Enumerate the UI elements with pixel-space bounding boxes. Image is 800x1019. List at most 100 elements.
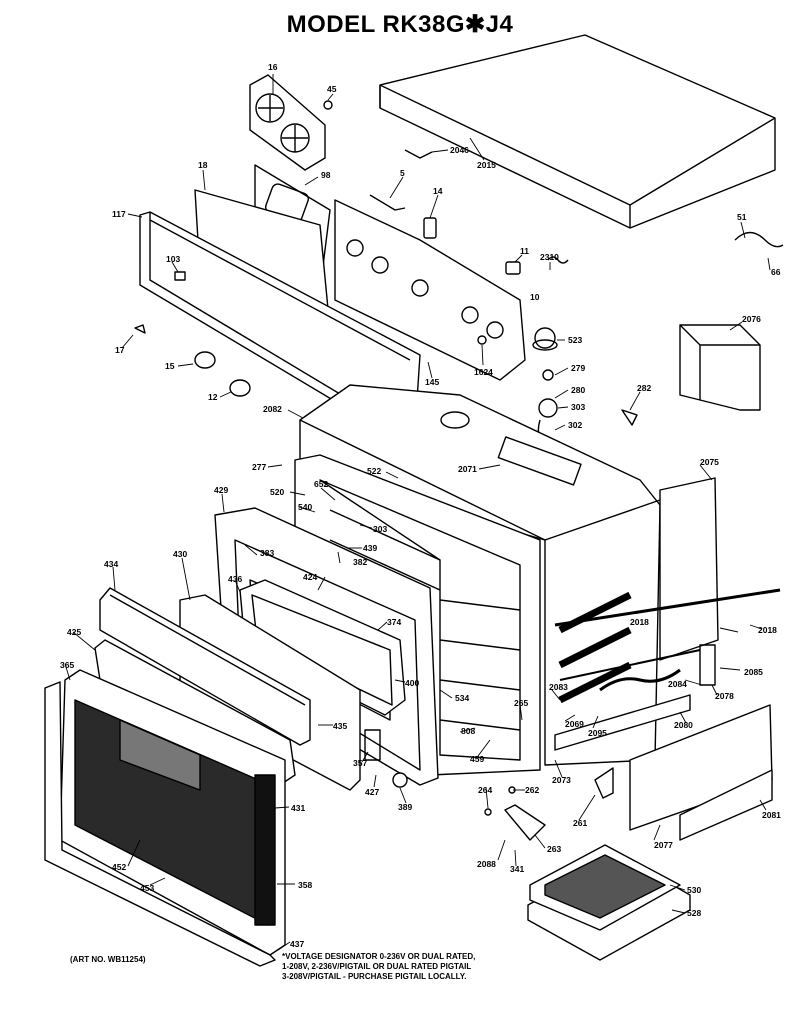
leader-lines bbox=[64, 74, 771, 951]
part-label: 11 bbox=[520, 246, 529, 256]
part-label: 435 bbox=[333, 721, 347, 731]
part-label: 2075 bbox=[700, 457, 719, 467]
part-label: 2083 bbox=[549, 682, 568, 692]
part-label: 15 bbox=[165, 361, 175, 371]
part-label: 262 bbox=[525, 785, 539, 795]
part-label: 452 bbox=[112, 862, 126, 872]
side-panel bbox=[659, 477, 719, 661]
control-panel-frame bbox=[139, 211, 421, 441]
window-frame bbox=[99, 587, 311, 746]
part-label: 523 bbox=[568, 335, 582, 345]
part-label: 652 bbox=[314, 479, 328, 489]
part-label: 2081 bbox=[762, 810, 781, 820]
part-label: 2095 bbox=[588, 728, 607, 738]
part-label: 2310 bbox=[540, 252, 559, 262]
part-label: 2018 bbox=[630, 617, 649, 627]
part-label: 540 bbox=[298, 502, 312, 512]
part-label: 98 bbox=[321, 170, 331, 180]
oven-body bbox=[299, 384, 661, 766]
part-label: 18 bbox=[198, 160, 208, 170]
part-label: 400 bbox=[405, 678, 419, 688]
part-label: 534 bbox=[455, 693, 469, 703]
part-label: 459 bbox=[470, 754, 484, 764]
part-label: 265 bbox=[514, 698, 528, 708]
voltage-note: *VOLTAGE DESIGNATOR 0-236V OR DUAL RATED… bbox=[282, 952, 532, 982]
part-label: 2080 bbox=[674, 720, 693, 730]
part-label: 389 bbox=[398, 802, 412, 812]
art-number: (ART NO. WB11254) bbox=[70, 955, 146, 964]
controls-bracket bbox=[334, 199, 526, 381]
part-label: 282 bbox=[637, 383, 651, 393]
part-label: 522 bbox=[367, 466, 381, 476]
part-label: 429 bbox=[214, 485, 228, 495]
part-label: 12 bbox=[208, 392, 218, 402]
part-label: 16 bbox=[268, 62, 278, 72]
part-label: 2015 bbox=[477, 160, 496, 170]
part-label: 358 bbox=[298, 880, 312, 890]
part-label: 436 bbox=[228, 574, 242, 584]
part-label: 145 bbox=[425, 377, 439, 387]
voltage-note-line: *VOLTAGE DESIGNATOR 0-236V OR DUAL RATED… bbox=[282, 952, 476, 961]
part-label: 374 bbox=[387, 617, 401, 627]
part-label: 303 bbox=[571, 402, 585, 412]
voltage-note-line: 1-208V, 2-236V/PIGTAIL OR DUAL RATED PIG… bbox=[282, 962, 472, 971]
part-label: 341 bbox=[510, 864, 524, 874]
part-labels: 16 45 2046 2015 18 98 5 14 117 103 11 23… bbox=[60, 62, 781, 949]
part-label: 66 bbox=[771, 267, 781, 277]
part-label: 14 bbox=[433, 186, 443, 196]
part-label: 437 bbox=[290, 939, 304, 949]
part-label: 261 bbox=[573, 818, 587, 828]
part-label: 2082 bbox=[263, 404, 282, 414]
part-label: 2084 bbox=[668, 679, 687, 689]
part-label: 117 bbox=[112, 209, 126, 219]
part-label: 5 bbox=[400, 168, 405, 178]
part-label: 1624 bbox=[474, 367, 493, 377]
part-label: 431 bbox=[291, 803, 305, 813]
part-label: 425 bbox=[67, 627, 81, 637]
part-label: 434 bbox=[104, 559, 118, 569]
part-label: 2071 bbox=[458, 464, 477, 474]
part-label: 2078 bbox=[715, 691, 734, 701]
part-label: 2088 bbox=[477, 859, 496, 869]
outer-door bbox=[59, 669, 286, 956]
part-label: 530 bbox=[687, 885, 701, 895]
part-label: 2085 bbox=[744, 667, 763, 677]
page-title: MODEL RK38G✱J4 bbox=[286, 11, 514, 38]
kick-panel bbox=[679, 769, 773, 841]
part-label: 10 bbox=[530, 292, 540, 302]
part-label: 2018 bbox=[758, 625, 777, 635]
part-label: 424 bbox=[303, 572, 317, 582]
part-label: 302 bbox=[568, 420, 582, 430]
part-label: 520 bbox=[270, 487, 284, 497]
part-label: 45 bbox=[327, 84, 337, 94]
part-label: 383 bbox=[260, 548, 274, 558]
part-label: 528 bbox=[687, 908, 701, 918]
part-label: 2046 bbox=[450, 145, 469, 155]
part-label: 264 bbox=[478, 785, 492, 795]
part-label: 2073 bbox=[552, 775, 571, 785]
part-label: 277 bbox=[252, 462, 266, 472]
part-label: 2076 bbox=[742, 314, 761, 324]
control-knob-plate bbox=[249, 74, 326, 171]
part-label: 2069 bbox=[565, 719, 584, 729]
part-label: 808 bbox=[461, 726, 475, 736]
part-label: 427 bbox=[365, 787, 379, 797]
part-label: 439 bbox=[363, 543, 377, 553]
part-label: 2077 bbox=[654, 840, 673, 850]
part-label: 430 bbox=[173, 549, 187, 559]
part-label: 382 bbox=[353, 557, 367, 567]
part-label: 357 bbox=[353, 758, 367, 768]
part-label: 51 bbox=[737, 212, 747, 222]
broiler-pan bbox=[527, 844, 691, 961]
part-label: 453 bbox=[140, 883, 154, 893]
part-label: 279 bbox=[571, 363, 585, 373]
part-label: 365 bbox=[60, 660, 74, 670]
part-label: 263 bbox=[547, 844, 561, 854]
voltage-note-line: 3-208V/PIGTAIL - PURCHASE PIGTAIL LOCALL… bbox=[282, 972, 467, 981]
top-cover bbox=[379, 34, 776, 229]
part-label: 17 bbox=[115, 345, 125, 355]
part-label: 303 bbox=[373, 524, 387, 534]
part-label: 103 bbox=[166, 254, 180, 264]
